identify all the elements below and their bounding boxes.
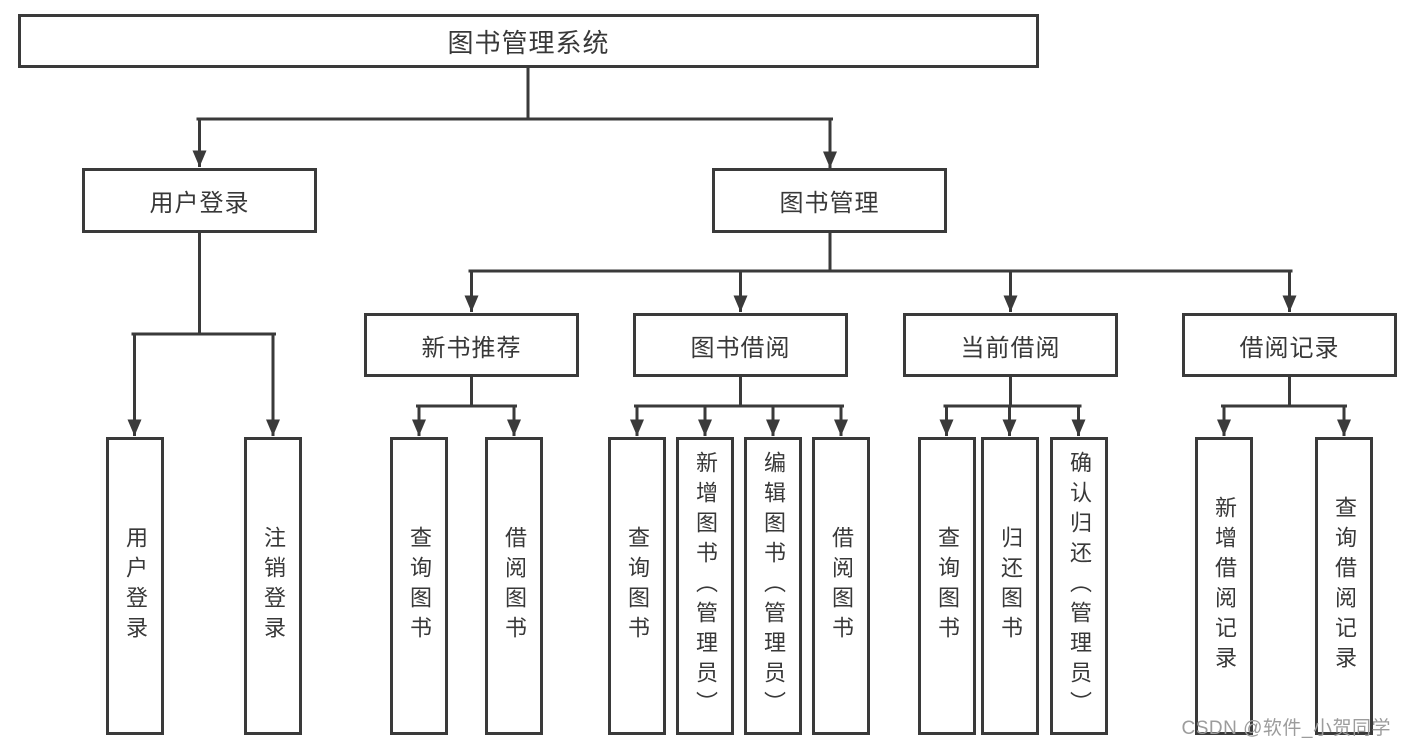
- node-user-login-label: 用户登录: [149, 190, 250, 217]
- leaf-add-book-admin-label: 新增图书（管理员）: [693, 451, 718, 721]
- node-current-borrow-label: 当前借阅: [960, 334, 1061, 362]
- node-book-management-label: 图书管理: [779, 190, 880, 217]
- leaf-query-books-current-label: 查询图书: [935, 526, 960, 646]
- leaf-borrow-books-borrow: 借阅图书: [812, 437, 870, 735]
- leaf-query-books-borrow-label: 查询图书: [625, 526, 650, 646]
- leaf-return-books: 归还图书: [981, 437, 1039, 735]
- leaf-return-books-label: 归还图书: [998, 526, 1023, 646]
- leaf-query-borrow-record-label: 查询借阅记录: [1332, 496, 1357, 676]
- leaf-query-books-recommend: 查询图书: [390, 437, 448, 735]
- leaf-confirm-return-admin-label: 确认归还（管理员）: [1067, 451, 1092, 721]
- node-new-book-recommend: 新书推荐: [364, 313, 579, 377]
- node-book-management: 图书管理: [712, 168, 947, 233]
- leaf-edit-book-admin: 编辑图书（管理员）: [744, 437, 802, 735]
- leaf-query-books-borrow: 查询图书: [608, 437, 666, 735]
- leaf-borrow-books-recommend-label: 借阅图书: [502, 526, 527, 646]
- leaf-query-borrow-record: 查询借阅记录: [1315, 437, 1373, 735]
- node-borrow-records: 借阅记录: [1182, 313, 1397, 377]
- node-current-borrow: 当前借阅: [903, 313, 1118, 377]
- leaf-add-book-admin: 新增图书（管理员）: [676, 437, 734, 735]
- leaf-borrow-books-recommend: 借阅图书: [485, 437, 543, 735]
- leaf-confirm-return-admin: 确认归还（管理员）: [1050, 437, 1108, 735]
- node-library-system: 图书管理系统: [18, 14, 1039, 68]
- leaf-logout: 注销登录: [244, 437, 302, 735]
- node-library-system-label: 图书管理系统: [447, 27, 610, 58]
- leaf-user-login: 用户登录: [106, 437, 164, 735]
- node-new-book-recommend-label: 新书推荐: [421, 334, 522, 362]
- watermark: CSDN @软件_小贺同学: [1181, 718, 1391, 739]
- node-borrow-records-label: 借阅记录: [1239, 334, 1340, 362]
- leaf-query-books-recommend-label: 查询图书: [407, 526, 432, 646]
- leaf-edit-book-admin-label: 编辑图书（管理员）: [761, 451, 786, 721]
- node-book-borrow-label: 图书借阅: [690, 334, 791, 362]
- leaf-logout-label: 注销登录: [261, 526, 286, 646]
- leaf-query-books-current: 查询图书: [918, 437, 976, 735]
- leaf-add-borrow-record: 新增借阅记录: [1195, 437, 1253, 735]
- node-book-borrow: 图书借阅: [633, 313, 848, 377]
- leaf-borrow-books-borrow-label: 借阅图书: [829, 526, 854, 646]
- node-user-login: 用户登录: [82, 168, 317, 233]
- leaf-add-borrow-record-label: 新增借阅记录: [1212, 496, 1237, 676]
- leaf-user-login-label: 用户登录: [123, 526, 148, 646]
